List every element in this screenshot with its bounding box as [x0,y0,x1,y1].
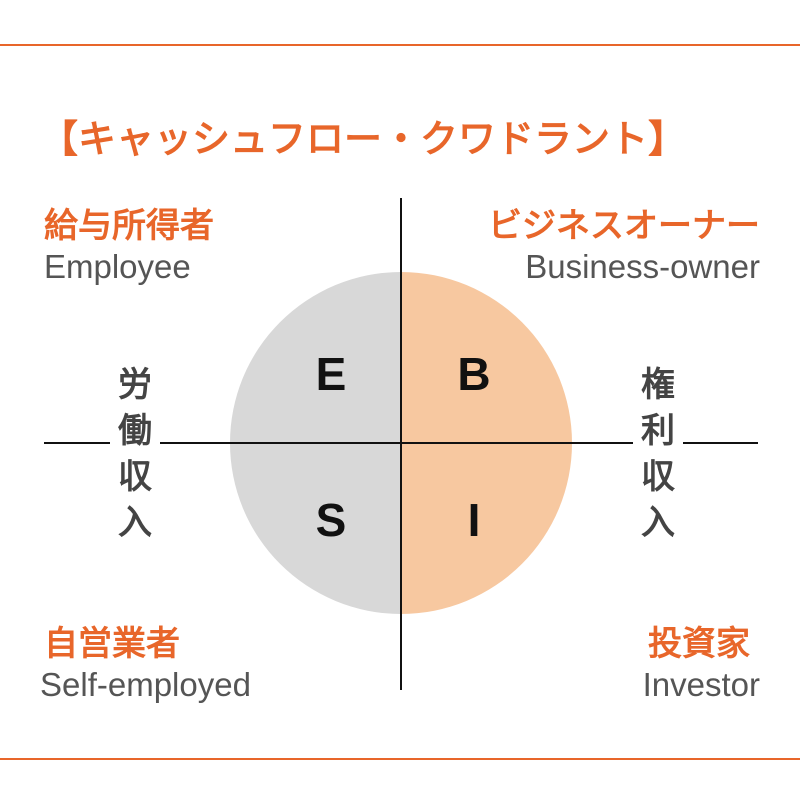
rights-income-char: 収 [641,457,675,497]
labor-income-char: 入 [118,503,152,543]
top-rule [0,44,800,46]
bottom-rule [0,758,800,760]
diagram-title: 【キャッシュフロー・クワドラント】 [40,117,687,161]
labor-income-char: 働 [118,411,152,451]
self-employed-label-en: Self-employed [40,666,251,703]
self-employed-label-jp: 自営業者 [44,624,180,664]
rights-income-label: 権 利 収 入 [633,362,683,546]
employee-label-en: Employee [44,248,191,285]
labor-income-char: 収 [118,457,152,497]
labor-income-char: 労 [118,365,152,405]
employee-label-jp: 給与所得者 [44,206,214,246]
rights-income-char: 利 [641,411,675,451]
investor-label-en: Investor [642,666,760,703]
rights-income-char: 入 [641,503,675,543]
letter-i: I [468,494,481,546]
investor-label-jp: 投資家 [648,624,750,664]
letter-b: B [457,348,490,400]
letter-e: E [316,348,347,400]
business-owner-label-jp: ビジネスオーナー [488,206,760,246]
business-owner-label-en: Business-owner [525,248,760,285]
letter-s: S [316,494,347,546]
labor-income-label: 労 働 収 入 [110,362,160,546]
rights-income-char: 権 [641,365,675,405]
